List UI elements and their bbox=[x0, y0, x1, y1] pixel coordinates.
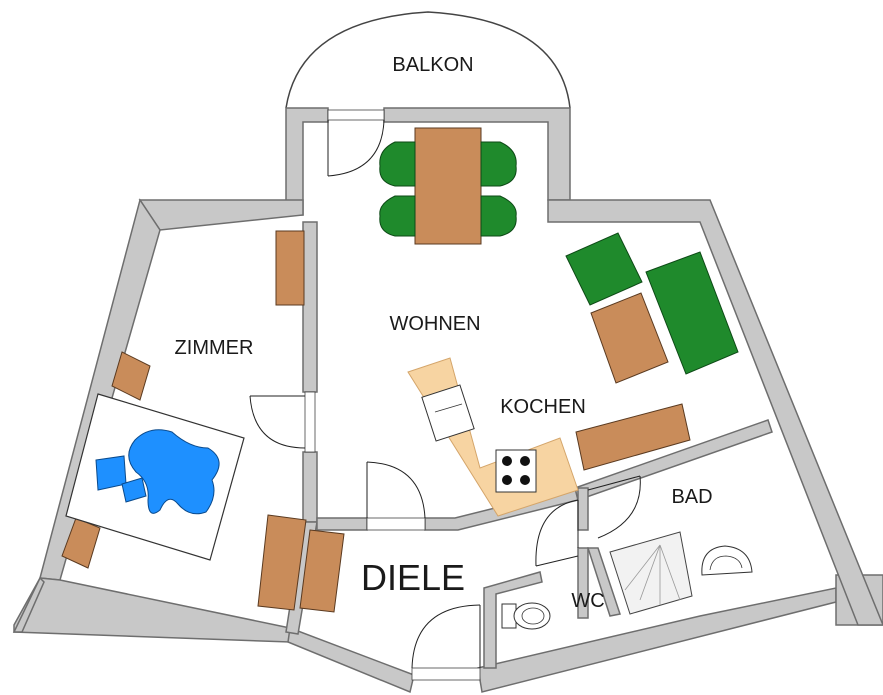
chair-icon bbox=[480, 195, 517, 237]
nightstand bbox=[111, 351, 151, 401]
room-label-diele: DIELE bbox=[361, 557, 465, 598]
outer-walls bbox=[12, 107, 883, 694]
room-label-wohnen: WOHNEN bbox=[389, 313, 480, 335]
dining-set bbox=[379, 127, 517, 245]
chair-icon bbox=[379, 195, 416, 237]
chair-icon bbox=[480, 141, 517, 187]
stove-icon bbox=[495, 449, 537, 493]
sofa-icon bbox=[645, 251, 739, 375]
room-label-wc: WC bbox=[571, 590, 604, 612]
washbasin-icon bbox=[701, 545, 753, 576]
shower-icon bbox=[609, 531, 693, 615]
sink-icon bbox=[421, 384, 475, 442]
bad-door[interactable] bbox=[587, 475, 641, 539]
balcony-outline bbox=[285, 11, 571, 109]
chair-icon bbox=[379, 141, 416, 187]
kitchen-counter bbox=[407, 357, 579, 517]
pillow-icon bbox=[121, 477, 147, 503]
bed bbox=[61, 351, 245, 569]
entry-door[interactable] bbox=[411, 604, 481, 681]
room-label-zimmer: ZIMMER bbox=[175, 337, 254, 359]
wc-door[interactable] bbox=[535, 499, 579, 567]
zimmer-door[interactable] bbox=[249, 391, 316, 453]
wardrobe bbox=[275, 230, 305, 306]
toilet-icon bbox=[501, 602, 551, 630]
balcony-door[interactable] bbox=[327, 109, 385, 177]
room-label-balkon: BALKON bbox=[392, 54, 473, 76]
diele-cabinet bbox=[257, 514, 307, 611]
duvet bbox=[128, 429, 220, 515]
coffee-table bbox=[590, 292, 669, 384]
nightstand bbox=[61, 517, 101, 569]
armchair-icon bbox=[565, 232, 643, 306]
sofa-area bbox=[565, 232, 739, 384]
kitchen-cabinet bbox=[575, 403, 691, 471]
room-label-bad: BAD bbox=[671, 486, 712, 508]
room-label-kochen: KOCHEN bbox=[500, 396, 586, 418]
wohnen-door[interactable] bbox=[366, 461, 426, 531]
dining-table bbox=[414, 127, 482, 245]
diele-cabinet bbox=[299, 529, 345, 613]
pillow-icon bbox=[95, 455, 127, 491]
